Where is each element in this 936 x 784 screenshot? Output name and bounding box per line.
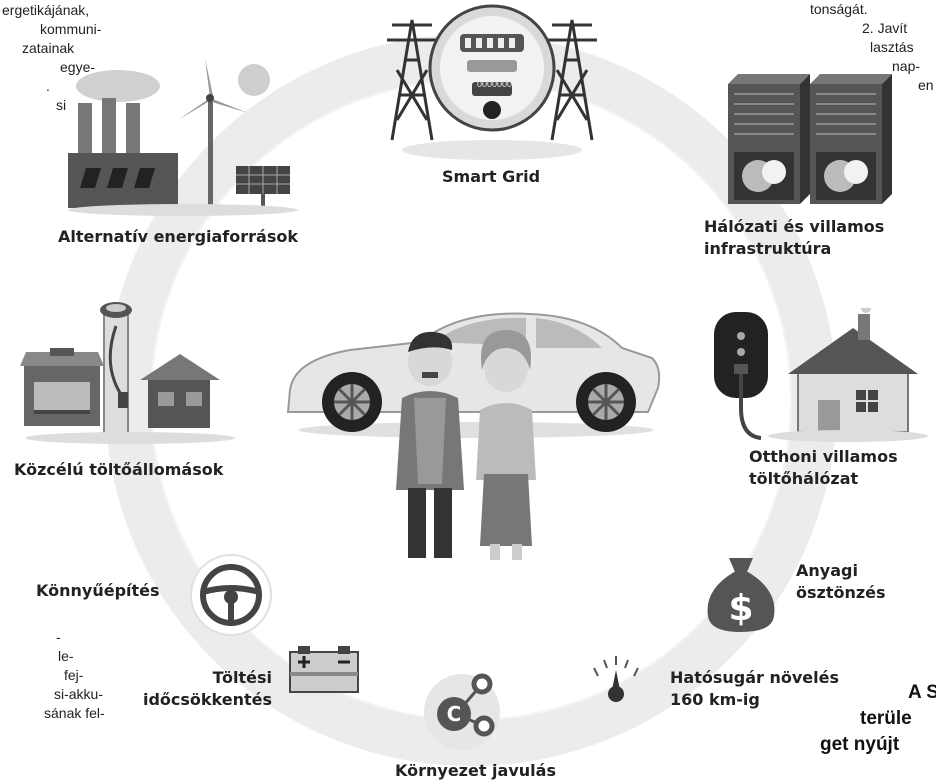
network-infrastructure-label: Hálózati és villamos infrastruktúra [704,217,885,258]
car-wheel-icon [322,372,382,432]
co2-molecule-icon: C [424,673,500,750]
battery-icon [289,646,359,693]
meter-digits: 0000000 [477,79,513,89]
alternative-energy-label: Alternatív energiaforrások [58,227,298,246]
smart-grid-label: Smart Grid [442,167,541,186]
factory-icon [68,98,178,208]
sun-icon [238,64,270,96]
range-label: Hatósugár növelés 160 km-ig [670,668,839,709]
gauge-icon [593,656,639,702]
smart-grid-illustration [387,4,597,160]
right-heading-fragment: A S terüle get nyújt [820,682,936,755]
home-charging-illustration [714,308,928,442]
steering-wheel-icon [190,554,272,636]
electric-car-illustration [286,312,661,560]
home-charging-label: Otthoni villamos töltőhálózat [749,447,898,488]
environment-label: Környezet javulás [395,761,556,780]
power-tower-icon [387,19,437,141]
incentive-label: Anyagi ösztönzés [796,561,886,602]
house-icon [140,354,220,428]
alternative-energy-illustration [68,58,298,216]
money-bag-icon: $ [707,558,775,632]
shop-icon [20,348,104,426]
server-rack-illustration [728,74,892,204]
power-tower-icon [547,19,597,141]
left-text-fragment-top: ergetikájának, kommuni- zatainak egye- .… [2,2,102,113]
wind-turbine-icon [178,58,248,208]
carbon-letter: C [447,702,462,726]
public-charging-label: Közcélú töltőállomások [14,460,224,479]
server-icon [728,74,810,204]
lightweight-label: Könnyűépítés [36,581,160,600]
server-icon [810,74,892,204]
charging-station-icon [100,302,132,439]
dollar-sign: $ [728,588,753,629]
charge-time-label: Töltési időcsökkentés [142,668,272,709]
public-charging-illustration [20,302,235,444]
woman-figure [476,330,536,560]
left-text-fragment-bottom: - le- fej- si-akku- sának fel- [44,629,105,721]
solar-panel-icon [236,166,290,208]
house-icon [788,308,918,433]
man-figure [396,331,464,558]
car-wheel-icon [576,372,636,432]
wall-charger-icon [714,312,768,440]
right-text-fragment-top: tonságát. 2. Javít lasztás nap- en [810,1,934,93]
